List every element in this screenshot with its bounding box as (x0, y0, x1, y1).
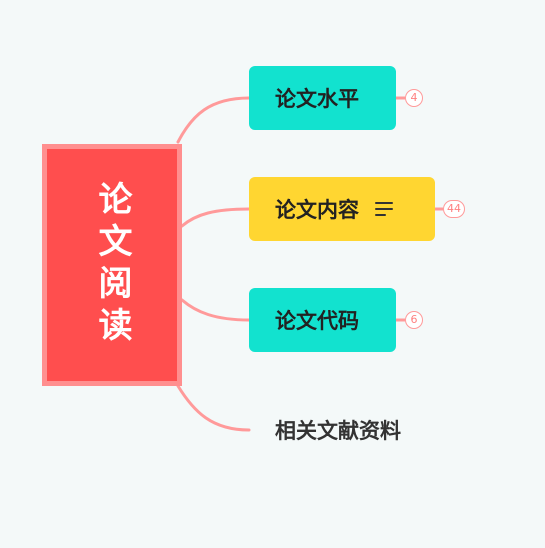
root-topic-label: 论文阅读 (92, 181, 132, 349)
topic-related-literature[interactable]: 相关文献资料 (249, 398, 449, 462)
subtopic-count-badge[interactable]: 4 (405, 89, 423, 107)
connector-branch-2 (180, 207, 251, 228)
subtopic-count-badge[interactable]: 44 (443, 200, 465, 218)
root-topic[interactable]: 论文阅读 (42, 144, 182, 386)
subtopic-count-badge[interactable]: 6 (405, 311, 423, 329)
connector-branch-1 (176, 96, 251, 144)
topic-label: 论文内容 (275, 198, 359, 222)
topic-label: 论文水平 (275, 87, 359, 111)
topic-paper-code[interactable]: 论文代码 (249, 288, 396, 352)
connector-branch-4 (176, 384, 251, 432)
connector-branch-3 (180, 298, 251, 322)
topic-label: 相关文献资料 (275, 419, 401, 443)
topic-paper-content[interactable]: 论文内容 (249, 177, 435, 241)
topic-paper-level[interactable]: 论文水平 (249, 66, 396, 130)
topic-label: 论文代码 (275, 309, 359, 333)
notes-icon[interactable] (375, 202, 393, 216)
